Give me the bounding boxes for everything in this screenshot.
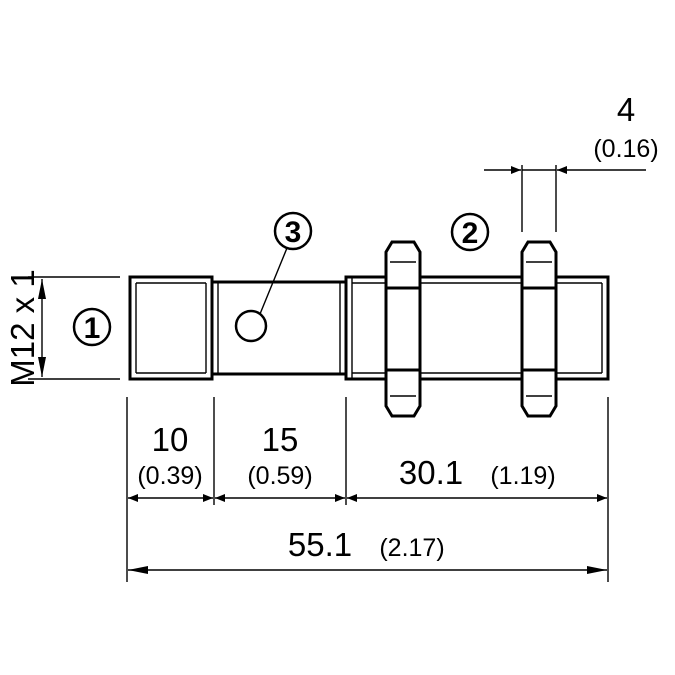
mounting-nut-left	[384, 240, 422, 418]
dimension-seg2: 15 (0.59)	[215, 421, 345, 502]
seg2-value: 15	[262, 421, 299, 458]
callout-2: 2	[450, 212, 490, 252]
callout-1: 1	[72, 307, 112, 347]
nut-width-dimension: 4 (0.16)	[484, 91, 659, 232]
extension-lines	[126, 397, 609, 582]
dimension-total: 55.1 (2.17)	[128, 526, 607, 574]
callout-1-label: 1	[84, 312, 101, 345]
thread-diameter-dimension: M12 x 1	[4, 269, 120, 387]
led-indicator	[234, 309, 268, 343]
callout-3-label: 3	[285, 216, 302, 249]
seg2-alt: (0.59)	[247, 462, 312, 490]
callout-2-label: 2	[462, 217, 479, 250]
front-thread-section	[128, 275, 214, 381]
total-value: 55.1	[288, 526, 352, 563]
seg1-alt: (0.39)	[137, 462, 202, 490]
smooth-middle-section	[210, 280, 348, 376]
nut-width-alt: (0.16)	[593, 135, 658, 163]
total-alt: (2.17)	[379, 534, 444, 562]
thread-label: M12 x 1	[4, 269, 41, 386]
mounting-nut-right	[520, 240, 558, 418]
callout-3-leader	[259, 247, 288, 315]
dimension-seg3: 30.1 (1.19)	[347, 454, 607, 502]
dimension-seg1: 10 (0.39)	[128, 421, 213, 502]
nut-width-value: 4	[617, 91, 635, 128]
seg3-value: 30.1	[399, 454, 463, 491]
callout-3: 3	[259, 211, 313, 315]
seg3-alt: (1.19)	[490, 462, 555, 490]
seg1-value: 10	[152, 421, 189, 458]
sensor-body	[128, 240, 610, 418]
